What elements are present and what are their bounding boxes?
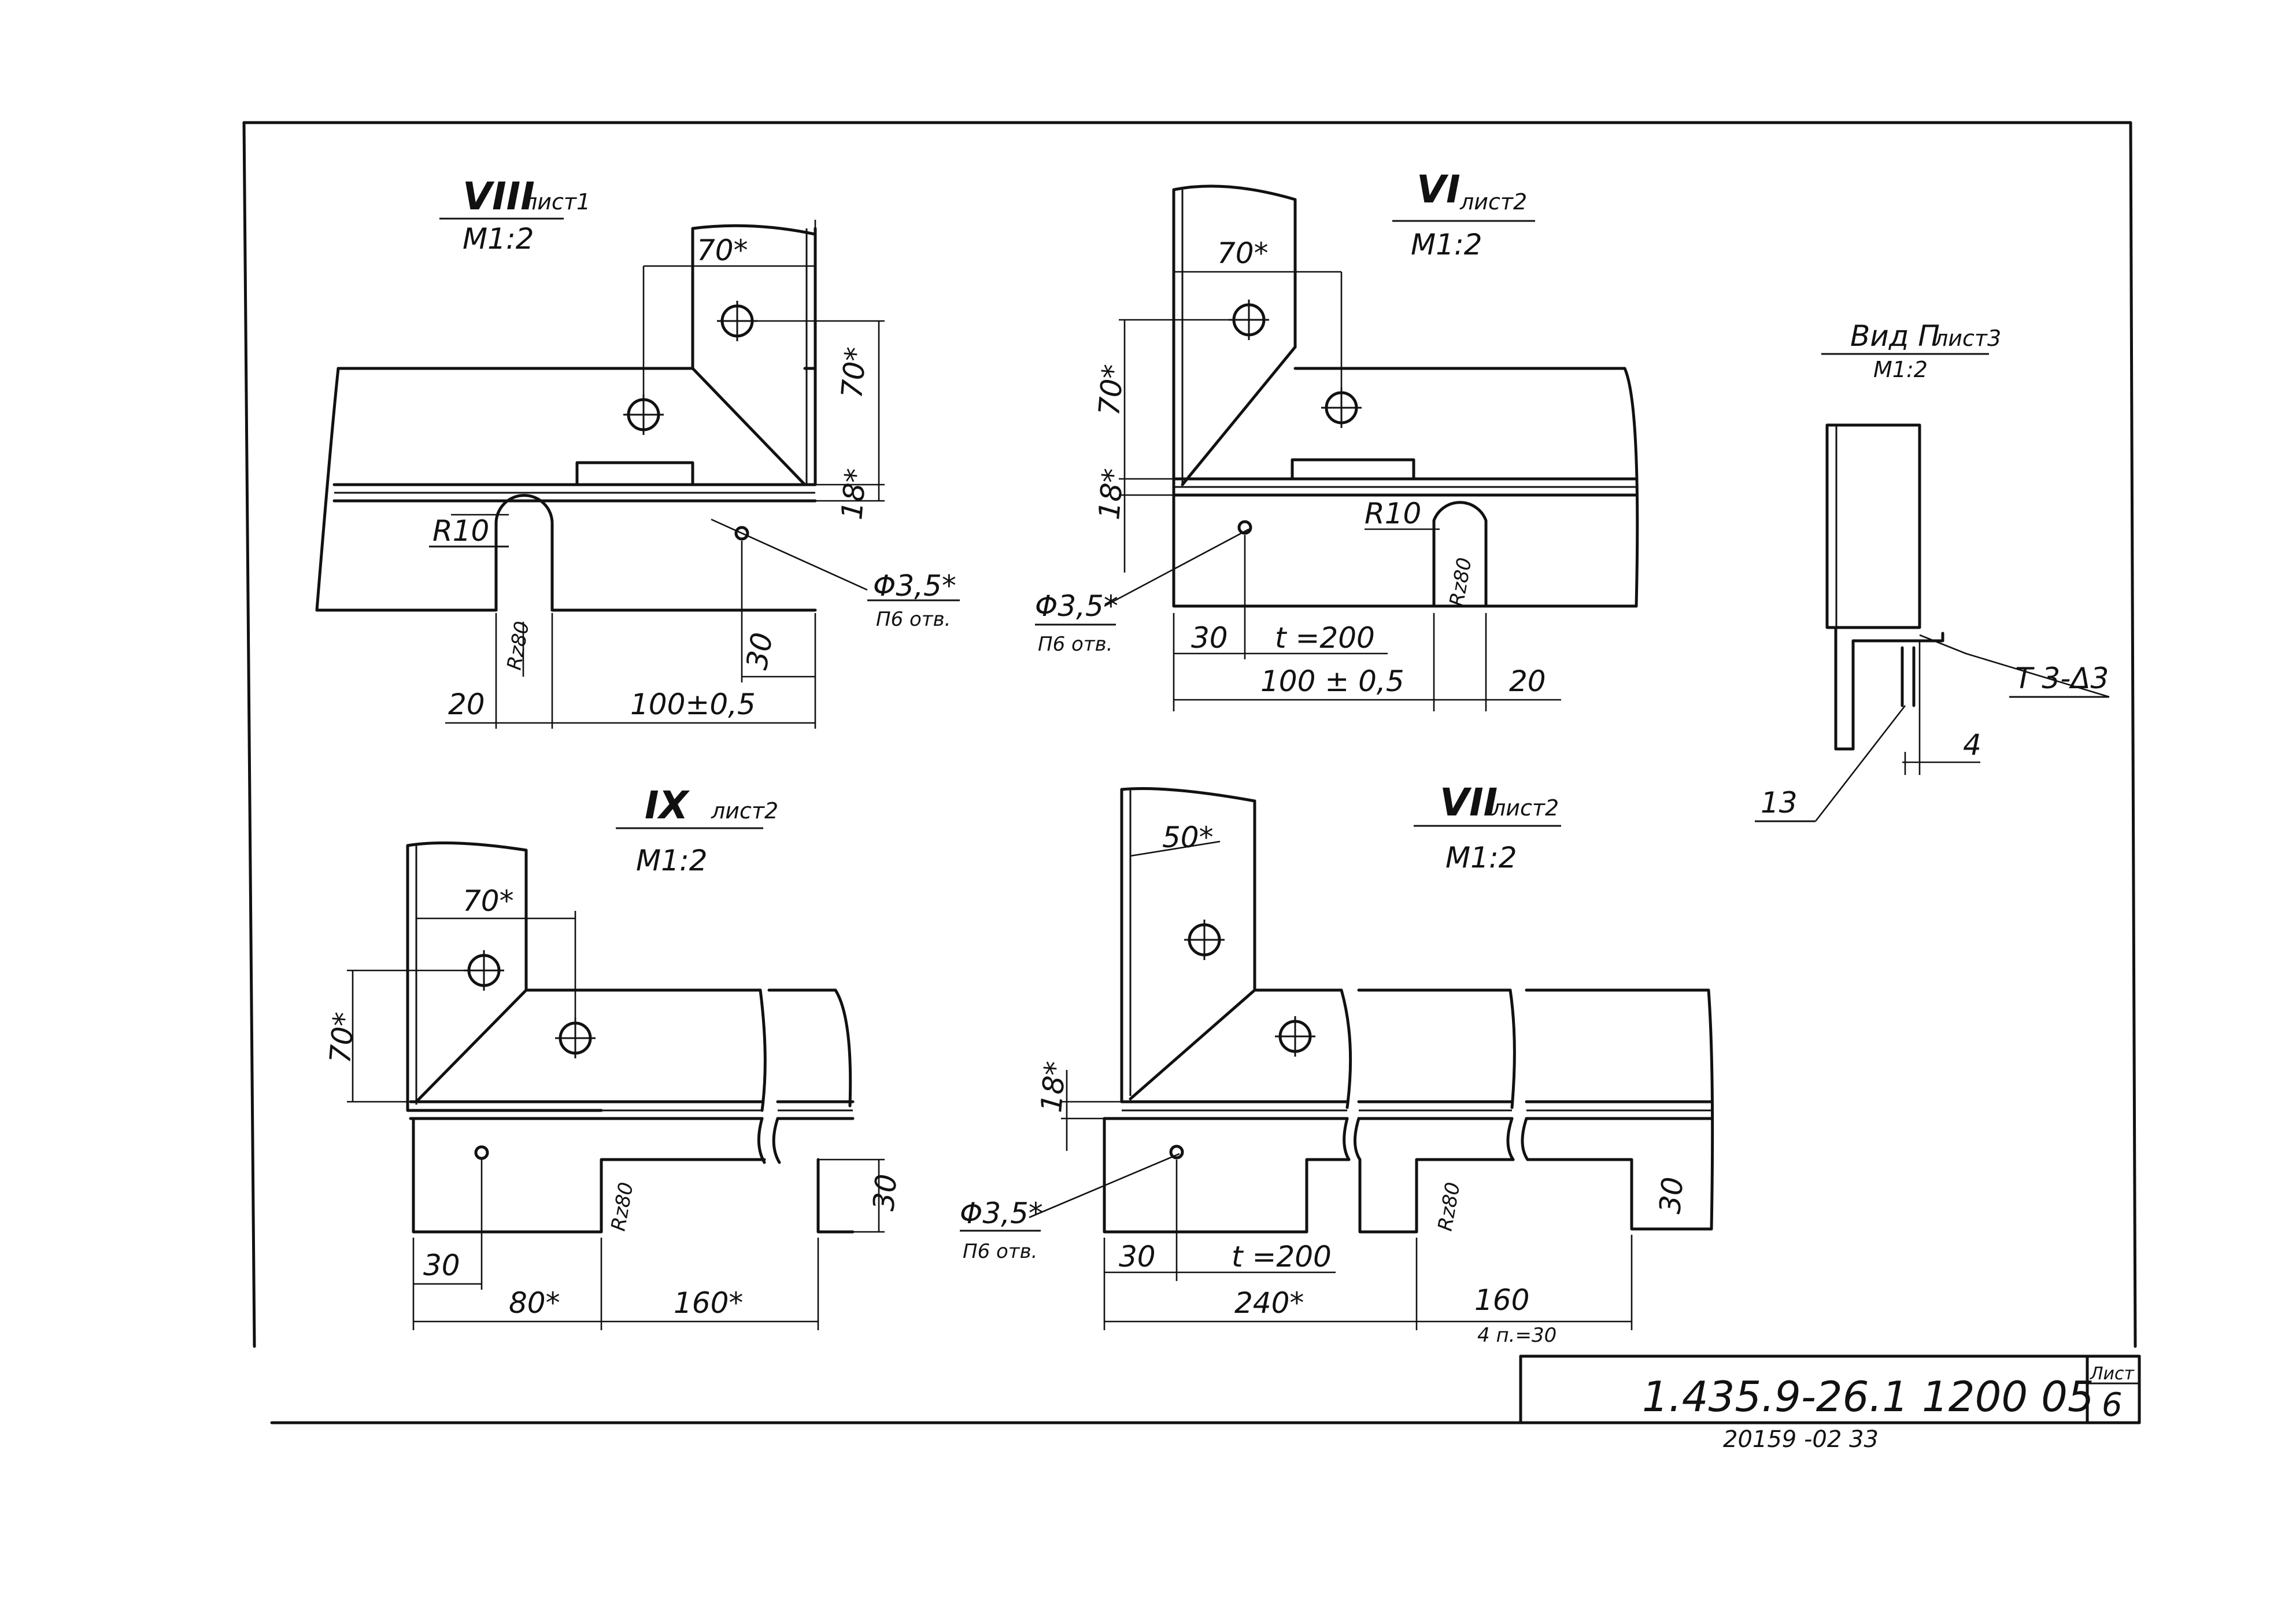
dim-vii-30-right: 30 bbox=[1653, 1176, 1689, 1215]
ix-rz: Rz80 bbox=[607, 1180, 638, 1232]
vii-pitch-count: 4 п.=30 bbox=[1477, 1324, 1556, 1347]
view-vii: VII лист2 М1:2 50* 18* Φ3,5* П6 отв bbox=[960, 780, 1714, 1347]
dim-vi-100: 100 ± 0,5 bbox=[1260, 665, 1404, 698]
dim-vii-50: 50* bbox=[1162, 821, 1214, 854]
view-ix-ref: лист2 bbox=[711, 798, 778, 824]
vi-radius: R10 bbox=[1365, 497, 1421, 530]
view-ix-scale: М1:2 bbox=[636, 844, 708, 877]
dim-vii-30: 30 bbox=[1119, 1240, 1156, 1274]
vii-pitch: t =200 bbox=[1232, 1240, 1332, 1274]
dim-vi-70-top: 70* bbox=[1217, 237, 1269, 270]
sheet-frame bbox=[242, 121, 2141, 1424]
dim-vid-4: 4 bbox=[1963, 728, 1981, 762]
dim-ix-30-right: 30 bbox=[867, 1173, 903, 1212]
dim-vii-18: 18* bbox=[1034, 1060, 1073, 1114]
viii-rz: Rz80 bbox=[502, 619, 534, 671]
archive-number: 20159 -02 33 bbox=[1723, 1426, 1879, 1453]
dim-ix-160: 160* bbox=[674, 1286, 743, 1320]
dim-vii-160: 160 bbox=[1474, 1283, 1529, 1317]
dim-ix-30: 30 bbox=[423, 1249, 460, 1282]
view-vii-ref: лист2 bbox=[1491, 795, 1559, 821]
dim-ix-70-side: 70* bbox=[323, 1011, 361, 1065]
dim-viii-100: 100±0,5 bbox=[630, 688, 756, 721]
sheet-number: 6 bbox=[2102, 1386, 2123, 1424]
vi-rz: Rz80 bbox=[1445, 556, 1476, 608]
vi-holes-note: П6 отв. bbox=[1038, 633, 1112, 656]
view-vi-scale: М1:2 bbox=[1411, 228, 1482, 261]
vii-hole-dia: Φ3,5* bbox=[960, 1197, 1043, 1230]
view-ix: IX лист2 М1:2 70* 70* 30 Rz80 30 80* 1 bbox=[323, 783, 903, 1330]
vid-pos-13: 13 bbox=[1761, 786, 1798, 820]
vid-weld: Т 3-Δ3 bbox=[2015, 662, 2109, 695]
viii-holes-note: П6 отв. bbox=[876, 608, 951, 631]
view-ix-roman: IX bbox=[645, 783, 690, 828]
dim-viii-18: 18* bbox=[835, 467, 873, 521]
dim-vi-30: 30 bbox=[1191, 621, 1228, 655]
title-block: 1.435.9-26.1 1200 05 Лист 6 20159 -02 33 bbox=[1642, 1364, 2135, 1453]
dim-viii-70-top: 70* bbox=[697, 234, 748, 267]
doc-code: 1.435.9-26.1 1200 05 bbox=[1642, 1372, 2094, 1421]
view-vii-scale: М1:2 bbox=[1445, 841, 1517, 874]
view-vid-ref: лист3 bbox=[1933, 326, 2001, 351]
sheet-label: Лист bbox=[2090, 1364, 2135, 1384]
view-vi-ref: лист2 bbox=[1459, 189, 1527, 215]
dim-vi-20: 20 bbox=[1509, 665, 1546, 698]
vii-holes-note: П6 отв. bbox=[963, 1240, 1037, 1263]
view-viii-scale: М1:2 bbox=[463, 222, 534, 256]
view-vi-roman: VI bbox=[1417, 167, 1461, 212]
dim-vii-240: 240* bbox=[1234, 1286, 1304, 1320]
dim-vi-70-side: 70* bbox=[1092, 363, 1130, 417]
view-vid-scale: М1:2 bbox=[1873, 357, 1928, 382]
vii-rz: Rz80 bbox=[1433, 1180, 1465, 1232]
view-viii: VIII лист1 М1:2 70* 70* 18* Φ3 bbox=[315, 174, 960, 729]
view-vi: VI лист2 М1:2 70* 70* 18* Φ3,5* П6 отв. bbox=[1035, 167, 1639, 711]
view-viii-roman: VIII bbox=[463, 174, 535, 219]
vi-hole-dia: Φ3,5* bbox=[1035, 589, 1118, 623]
view-viii-ref: лист1 bbox=[523, 189, 590, 215]
dim-ix-70-top: 70* bbox=[463, 884, 514, 918]
dim-viii-30: 30 bbox=[740, 630, 779, 672]
dim-ix-80: 80* bbox=[509, 1286, 560, 1320]
view-vid-name: Вид П bbox=[1850, 319, 1940, 353]
view-vid-p: Вид П лист3 М1:2 Т 3-Δ3 4 13 bbox=[1755, 319, 2110, 822]
viii-hole-dia: Φ3,5* bbox=[873, 569, 956, 603]
dim-viii-70-side: 70* bbox=[835, 346, 873, 400]
dim-viii-20: 20 bbox=[448, 688, 485, 721]
viii-radius: R10 bbox=[432, 514, 489, 548]
vi-pitch: t =200 bbox=[1275, 621, 1375, 655]
view-vii-roman: VII bbox=[1440, 780, 1498, 825]
dim-vi-18: 18* bbox=[1092, 467, 1130, 521]
